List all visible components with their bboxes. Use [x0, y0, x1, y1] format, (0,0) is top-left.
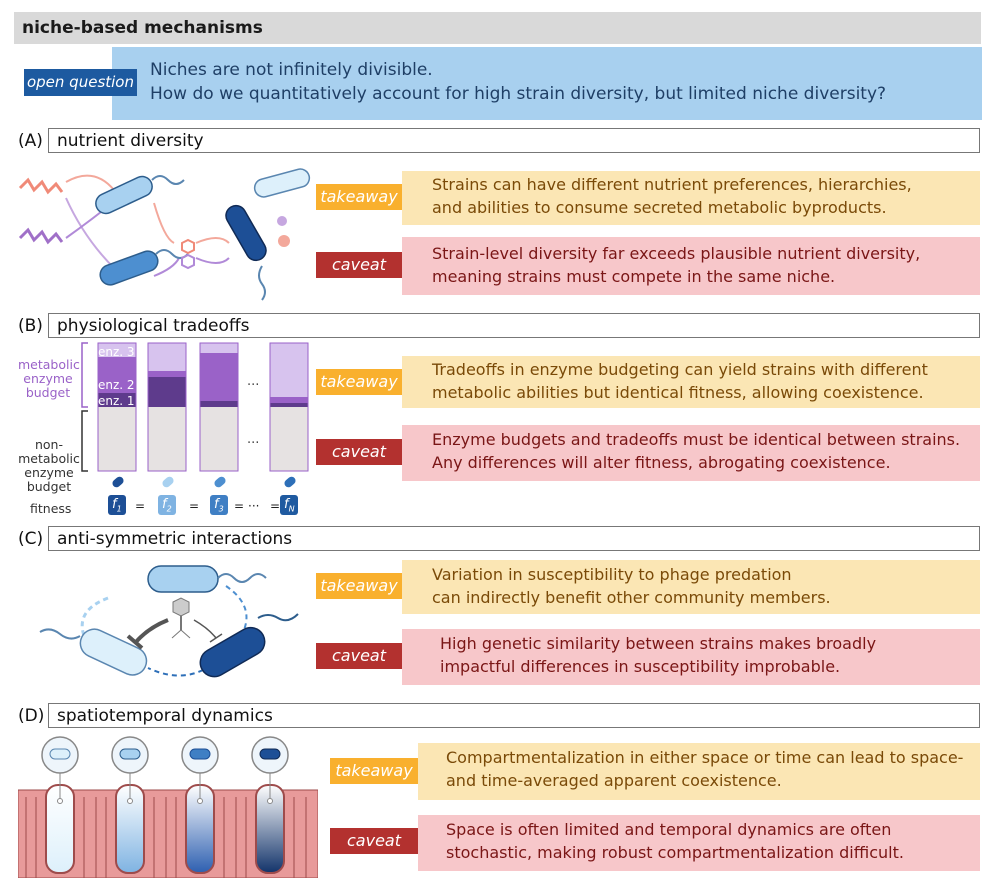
section-b-label: (B)	[18, 316, 43, 336]
section-d-caveat-line-1: Space is often limited and temporal dyna…	[446, 820, 892, 839]
fitness-f3: f3	[214, 497, 224, 514]
equals-sign-1: =	[135, 499, 146, 513]
section-c-caveat-line-1: High genetic similarity between strains …	[440, 634, 877, 653]
equals-sign-4: =	[270, 499, 281, 513]
section-b-takeaway-line-2: metabolic abilities but identical fitnes…	[432, 383, 924, 402]
section-a-takeaway-tag: takeaway	[316, 184, 402, 210]
section-d-caveat-line-2: stochastic, making robust compartmentali…	[446, 843, 904, 862]
byproduct-hexagon-purple	[181, 253, 195, 270]
open-question-line-1: Niches are not infinitely divisible.	[150, 60, 433, 80]
section-a-title: nutrient diversity	[57, 131, 204, 151]
fitness-f1: f1	[112, 497, 122, 514]
section-d-caveat-tag: caveat	[330, 828, 418, 854]
section-d-takeaway-line-2: and time-averaged apparent coexistence.	[446, 771, 782, 790]
section-c-caveat-tag: caveat	[316, 643, 402, 669]
phage-interaction-illustration	[39, 565, 299, 678]
bacterium-dark	[225, 204, 267, 262]
open-question-line-2: How do we quantitatively account for hig…	[150, 84, 887, 104]
zoom-circle-4	[251, 736, 289, 804]
section-a-caveat-line-2: meaning strains must compete in the same…	[432, 267, 836, 286]
section-c-caveat-line-2: impactful differences in susceptibility …	[440, 657, 841, 676]
section-d-takeaway-line-1: Compartmentalization in either space or …	[446, 748, 964, 767]
nutrient-diversity-illustration	[18, 168, 311, 301]
budget-bar-n	[269, 342, 309, 472]
section-c-takeaway-tag: takeaway	[316, 573, 402, 599]
bars-ellipsis-top: ...	[247, 374, 260, 389]
section-c-takeaway-line-1: Variation in susceptibility to phage pre…	[432, 565, 792, 584]
equals-sign-2: =	[189, 499, 200, 513]
bacterium-right	[199, 626, 266, 678]
zoom-circle-3	[181, 736, 219, 804]
section-a-takeaway-line-1: Strains can have different nutrient pref…	[432, 175, 912, 194]
section-a-caveat-tag: caveat	[316, 252, 402, 278]
enzyme-1-label: enz. 1	[98, 394, 135, 408]
budget-bar-3	[199, 342, 239, 472]
section-d-title: spatiotemporal dynamics	[57, 706, 273, 726]
bacterium-left	[79, 628, 148, 676]
section-c-label: (C)	[18, 529, 44, 549]
section-a-takeaway-box	[402, 171, 980, 225]
page-title: niche-based mechanisms	[22, 18, 263, 38]
bars-ellipsis-bottom: ...	[247, 432, 260, 447]
section-a-caveat-line-1: Strain-level diversity far exceeds plaus…	[432, 244, 921, 263]
enzyme-3-label: enz. 3	[98, 345, 135, 359]
budget-bar-1	[97, 342, 137, 472]
byproduct-dot-red	[278, 235, 290, 247]
byproduct-dot-purple	[277, 216, 287, 226]
open-question-box	[112, 47, 982, 120]
fitness-f2: f2	[162, 497, 172, 514]
zoom-circle-1	[41, 736, 79, 804]
section-d-title-box	[48, 703, 980, 728]
section-b-caveat-box	[402, 425, 980, 481]
section-d-takeaway-tag: takeaway	[330, 758, 418, 784]
fitness-label: fitness	[30, 501, 72, 516]
section-a-takeaway-line-2: and abilities to consume secreted metabo…	[432, 198, 887, 217]
section-c-title: anti-symmetric interactions	[57, 529, 293, 549]
section-c-caveat-box	[402, 629, 980, 685]
section-b-title: physiological tradeoffs	[57, 316, 250, 336]
open-question-tag: open question	[24, 69, 137, 96]
metabolic-budget-label: metabolic enzyme budget	[18, 357, 80, 400]
crypt-compartment-illustration	[18, 736, 318, 878]
phage-head	[172, 597, 190, 617]
section-b-takeaway-line-1: Tradeoffs in enzyme budgeting can yield …	[432, 360, 928, 379]
nutrient-zigzag-red	[18, 177, 64, 195]
section-b-caveat-tag: caveat	[316, 439, 402, 465]
section-b-caveat-line-2: Any differences will alter fitness, abro…	[432, 453, 891, 472]
section-b-takeaway-box	[402, 356, 980, 408]
section-d-label: (D)	[18, 706, 45, 726]
fitness-fn: fN	[284, 497, 295, 514]
budget-bar-2	[147, 342, 187, 472]
equals-sign-3: =	[234, 499, 245, 513]
section-b-title-box	[48, 313, 980, 338]
zoom-circle-2	[111, 736, 149, 804]
section-b-takeaway-tag: takeaway	[316, 369, 402, 395]
section-a-label: (A)	[18, 131, 43, 151]
section-d-takeaway-box	[418, 743, 980, 800]
section-c-takeaway-box	[402, 560, 980, 614]
nonmetabolic-budget-label: non- metabolic enzyme budget	[18, 437, 80, 494]
section-c-takeaway-line-2: can indirectly benefit other community m…	[432, 588, 831, 607]
fitness-bacterium-icons	[112, 476, 296, 488]
bacterium-pale	[253, 168, 311, 198]
bacterium-light-top	[95, 175, 153, 215]
section-a-title-box	[48, 128, 980, 153]
header-bar	[14, 12, 981, 44]
section-d-caveat-box	[418, 815, 980, 871]
nutrient-zigzag-purple	[18, 227, 64, 245]
enzyme-2-label: enz. 2	[98, 378, 135, 392]
section-c-title-box	[48, 526, 980, 551]
bacterium-top	[147, 565, 219, 593]
fitness-dots: ···	[248, 499, 260, 513]
section-b-caveat-line-1: Enzyme budgets and tradeoffs must be ide…	[432, 430, 961, 449]
enzyme-budget-bars	[81, 342, 309, 515]
section-a-caveat-box	[402, 237, 980, 295]
byproduct-hexagon-red	[181, 238, 195, 255]
bacterium-mid-bottom	[99, 250, 159, 286]
